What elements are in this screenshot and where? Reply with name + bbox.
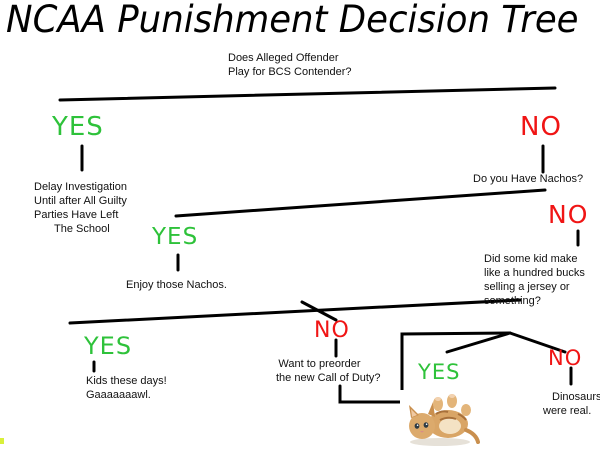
root-question: Does Alleged Offender Play for BCS Conte… [228, 51, 352, 79]
leaf-dinosaurs: Dinosaurs were real. [543, 390, 600, 418]
diagram-title: NCAA Punishment Decision Tree [6, 0, 579, 41]
cod-question: Want to preorder the new Call of Duty? [276, 357, 381, 385]
connector-yes4-branch [445, 331, 512, 354]
connector-root [58, 86, 557, 102]
jersey-question-line-4: something? [484, 295, 541, 307]
cod-question-line-2: the new Call of Duty? [276, 372, 381, 384]
yes-label-2: YES [152, 224, 199, 250]
connector-jersey-diag [300, 300, 338, 322]
leaf-kids: Kids these days! Gaaaaaaawl. [86, 374, 167, 402]
leaf-dinosaurs-line-1: Dinosaurs [552, 391, 600, 403]
root-question-line-2: Play for BCS Contender? [228, 66, 352, 78]
leaf-delay-line-3: Parties Have Left [34, 209, 119, 221]
yes-label-4: YES [418, 360, 461, 384]
connector-no4-branch [508, 331, 567, 354]
leaf-delay-line-4: The School [54, 223, 110, 235]
yes-label-3: YES [84, 332, 133, 360]
jersey-question-line-2: like a hundred bucks [484, 267, 585, 279]
leaf-enjoy: Enjoy those Nachos. [126, 279, 227, 291]
jersey-question-line-3: selling a jersey or [484, 281, 570, 293]
connector-nachos [174, 188, 547, 218]
connector-jersey [68, 298, 522, 325]
jersey-question-line-1: Did some kid make [484, 253, 578, 265]
leaf-dinosaurs-line-2: were real. [543, 405, 592, 417]
leaf-delay: Delay Investigation Until after All Guil… [34, 180, 127, 236]
corner-mark [0, 438, 4, 444]
no-label-2: NO [548, 200, 589, 229]
nachos-question: Do you Have Nachos? [473, 173, 584, 185]
cod-question-line-1: Want to preorder [278, 358, 361, 370]
yes-label-1: YES [52, 112, 104, 142]
leaf-kids-line-2: Gaaaaaaawl. [86, 389, 151, 401]
leaf-kids-line-1: Kids these days! [86, 375, 167, 387]
no-label-4: NO [548, 346, 583, 370]
no-label-1: NO [520, 112, 562, 142]
jersey-question: Did some kid make like a hundred bucks s… [484, 252, 585, 308]
leaf-delay-line-1: Delay Investigation [34, 181, 127, 193]
leaf-delay-line-2: Until after All Guilty [34, 195, 127, 207]
kitten-photo-icon [400, 390, 480, 448]
root-question-line-1: Does Alleged Offender [228, 52, 339, 64]
no-label-3: NO [314, 318, 350, 343]
